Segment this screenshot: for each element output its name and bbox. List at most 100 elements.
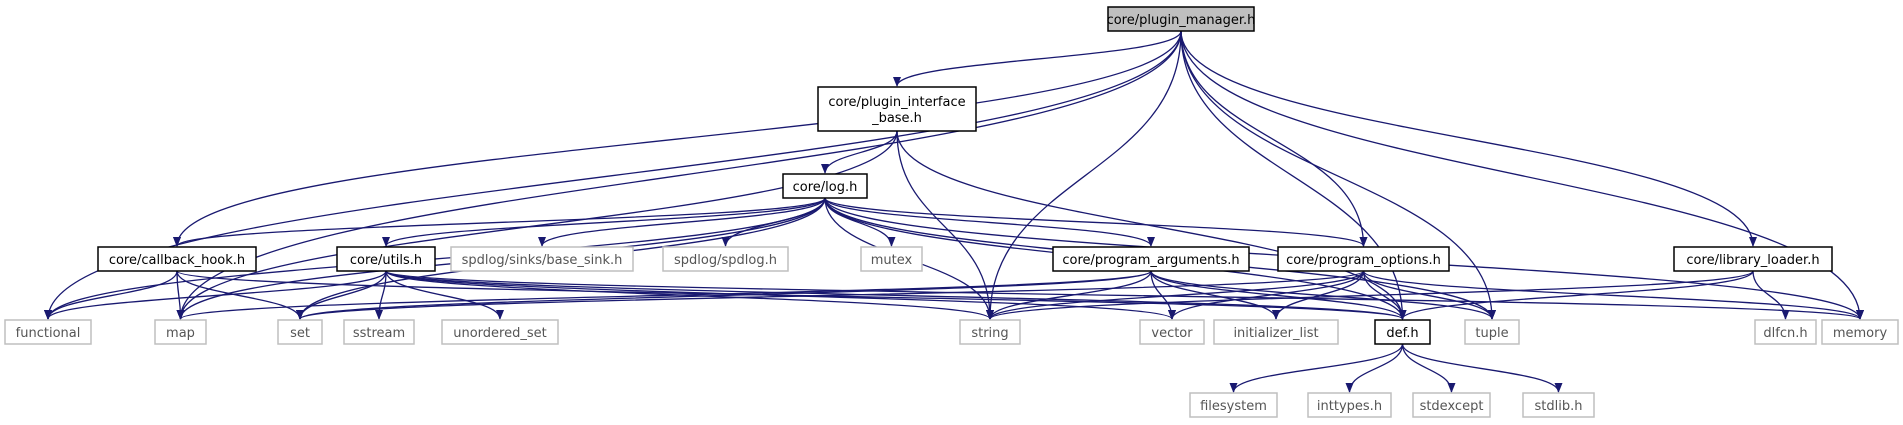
edge-program_arguments-to-string [986,270,1152,320]
node-label: set [290,326,310,341]
node-box [782,173,868,199]
edge-utils-to-unordered_set [385,270,504,320]
edge-def-to-stdlib [1401,343,1563,393]
edge-root-to-plugin_interface [893,30,1182,87]
node-box [1464,319,1520,345]
node-dlfcn: dlfcn.h [1754,319,1817,345]
edge-root-to-tuple [1180,30,1496,320]
edge-program_options-to-memory [1362,270,1864,320]
node-label: memory [1833,326,1888,341]
node-log[interactable]: core/log.h [782,173,868,199]
edge-callback_hook-to-functional [44,270,178,320]
node-box [450,246,634,272]
edge-log-to-base_sink [538,197,826,247]
node-label: core/utils.h [350,253,422,268]
edge-root-to-map [176,30,1182,320]
node-label: spdlog/sinks/base_sink.h [462,253,623,268]
node-program-options[interactable]: core/program_options.h [1277,246,1450,272]
node-plugin-interface[interactable]: core/plugin_interface_base.h [817,86,977,132]
node-box [336,246,436,272]
node-label: stdexcept [1420,399,1484,414]
node-box [441,319,559,345]
edge-callback_hook-to-map [176,270,185,320]
node-set: set [277,319,323,345]
edge-library_loader-to-def [1398,270,1754,320]
node-box [1821,319,1899,345]
node-box [1412,392,1491,418]
node-map: map [154,319,207,345]
node-label: dlfcn.h [1763,326,1807,341]
edge-program_arguments-to-def [1150,270,1407,320]
node-program-arguments[interactable]: core/program_arguments.h [1052,246,1250,272]
node-box [343,319,415,345]
edge-program_options-to-set [296,270,1365,320]
node-filesystem: filesystem [1189,392,1278,418]
node-box [277,319,323,345]
edge-def-to-inttypes [1345,343,1404,393]
node-label: stdlib.h [1535,399,1583,414]
node-label: tuple [1475,326,1508,341]
edge-root-to-functional [44,30,1182,320]
edge-utils-to-def [385,270,1407,320]
node-box [1754,319,1817,345]
node-box [1277,246,1450,272]
node-base-sink: spdlog/sinks/base_sink.h [450,246,634,272]
edge-program_options-to-initializer_list [1272,270,1365,320]
node-label: spdlog/spdlog.h [674,253,777,268]
edge-log-to-functional [44,197,826,320]
node-box [817,86,977,132]
node-label: functional [16,326,81,341]
edge-plugin_interface-to-map [176,130,898,320]
edge-log-to-program_arguments [824,197,1155,247]
node-stdexcept: stdexcept [1412,392,1491,418]
node-box [154,319,207,345]
node-label: core/library_loader.h [1686,253,1819,268]
node-box [97,246,257,272]
node-utils[interactable]: core/utils.h [336,246,436,272]
edge-log-to-utils [382,197,826,247]
node-library-loader[interactable]: core/library_loader.h [1673,246,1833,272]
node-callback-hook[interactable]: core/callback_hook.h [97,246,257,272]
node-vector: vector [1139,319,1205,345]
edge-program_arguments-to-set [296,270,1152,320]
node-unordered-set: unordered_set [441,319,559,345]
node-box [959,319,1021,345]
node-box [1673,246,1833,272]
edges-layer [44,30,1864,393]
node-label: def.h [1386,326,1418,341]
edge-library_loader-to-dlfcn [1752,270,1790,320]
edge-callback_hook-to-def [176,270,1407,320]
node-box [1189,392,1278,418]
node-def[interactable]: def.h [1374,319,1431,345]
edge-log-to-callback_hook [173,197,826,247]
edge-root-to-library_loader [1180,30,1757,247]
edge-program_options-to-string [986,270,1365,320]
node-label: core/program_arguments.h [1062,253,1239,268]
edge-utils-to-functional [44,270,387,320]
node-stdlib: stdlib.h [1522,392,1595,418]
node-box [1307,392,1392,418]
edge-plugin_interface-to-log [821,130,898,174]
edge-program_arguments-to-initializer_list [1150,270,1280,320]
node-label: filesystem [1200,399,1267,414]
node-string: string [959,319,1021,345]
node-spdlog: spdlog/spdlog.h [662,246,789,272]
node-label: map [166,326,195,341]
node-label: unordered_set [453,326,546,341]
node-box [1213,319,1339,345]
node-label: core/program_options.h [1286,253,1441,268]
node-label: sstream [353,326,405,341]
node-sstream: sstream [343,319,415,345]
node-label: core/plugin_manager.h [1107,13,1256,28]
node-label: core/log.h [793,180,858,195]
edge-callback_hook-to-set [176,270,304,320]
node-label: vector [1151,326,1193,341]
node-label: string [971,326,1008,341]
node-box [1522,392,1595,418]
node-box [1107,6,1255,32]
node-box [1374,319,1431,345]
edge-utils-to-memory [385,270,1864,320]
node-label: _base.h [871,111,922,126]
node-root[interactable]: core/plugin_manager.h [1107,6,1256,32]
edge-def-to-filesystem [1229,343,1404,393]
